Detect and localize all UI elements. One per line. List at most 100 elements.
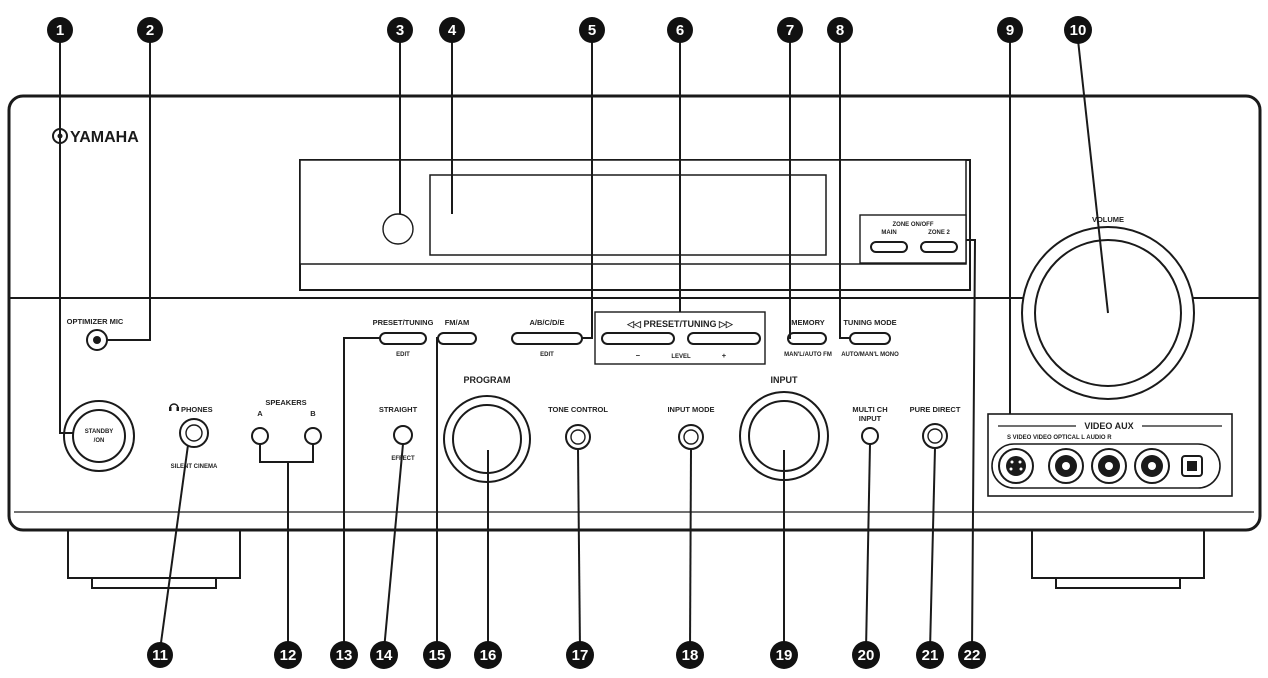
remote-sensor: [382, 213, 414, 245]
standby-on-button[interactable]: [72, 409, 126, 463]
abcde-button[interactable]: [511, 332, 583, 345]
svg-text:11: 11: [152, 647, 168, 664]
leader-lines: [59, 39, 1109, 651]
tone-control-inner: [570, 429, 586, 445]
effect-label: EFFECT: [391, 456, 415, 462]
main-zone-button[interactable]: [870, 241, 908, 253]
optimizer-mic-jack-hole: [93, 336, 101, 344]
audio-r-jack[interactable]: [1134, 448, 1170, 484]
fm-am-label: FM/AM: [445, 318, 470, 327]
svg-text:16: 16: [480, 647, 497, 664]
abcde-label: A/B/C/D/E: [529, 318, 564, 327]
pure-direct-label: PURE DIRECT: [910, 405, 961, 414]
svg-text:6: 6: [676, 22, 684, 39]
preset-tuning-button[interactable]: [379, 332, 427, 345]
svg-text:15: 15: [429, 647, 446, 664]
svg-text:9: 9: [1006, 22, 1014, 39]
svg-text:1: 1: [56, 22, 64, 39]
left-foot: [67, 529, 241, 589]
preset-tuning-center-label: ◁◁ PRESET/TUNING ▷▷: [626, 319, 734, 329]
svg-text:22: 22: [964, 647, 981, 664]
zone-on-off-group: ZONE ON/OFF MAIN ZONE 2: [859, 214, 967, 264]
speakers-a-button[interactable]: [251, 427, 269, 445]
silent-cinema-label: SILENT CINEMA: [171, 464, 218, 470]
preset-tuning-label: PRESET/TUNING: [373, 318, 434, 327]
callout-22: 22: [958, 641, 986, 669]
straight-label: STRAIGHT: [379, 405, 418, 414]
svg-text:8: 8: [836, 22, 844, 39]
callout-2: 2: [137, 17, 163, 43]
s-video-jack[interactable]: [998, 448, 1034, 484]
svg-text:14: 14: [376, 647, 393, 664]
input-mode-label: INPUT MODE: [667, 405, 714, 414]
abcde-edit-label: EDIT: [540, 352, 554, 358]
preset-tuning-minus-button[interactable]: [601, 332, 675, 345]
callout-21: 21: [916, 641, 944, 669]
callout-1: 1: [47, 17, 73, 43]
main-label: MAIN: [881, 230, 896, 236]
zone2-button[interactable]: [920, 241, 958, 253]
svg-text:18: 18: [682, 647, 699, 664]
callout-13: 13: [330, 641, 358, 669]
tuning-mode-label: TUNING MODE: [843, 318, 896, 327]
input-label: INPUT: [771, 375, 799, 385]
callout-11: 11: [147, 642, 173, 668]
preset-tuning-plus-button[interactable]: [687, 332, 761, 345]
callout-7: 7: [777, 17, 803, 43]
headphones-icon: [169, 403, 179, 411]
brand-text: YAMAHA: [70, 129, 139, 146]
svg-text:2: 2: [146, 22, 154, 39]
volume-label: VOLUME: [1092, 215, 1124, 224]
audio-l-jack[interactable]: [1091, 448, 1127, 484]
fm-am-button[interactable]: [437, 332, 477, 345]
optimizer-mic-label: OPTIMIZER MIC: [67, 317, 124, 326]
program-label: PROGRAM: [464, 375, 511, 385]
memory-button[interactable]: [787, 332, 827, 345]
input-mode-inner: [683, 429, 699, 445]
callout-14: 14: [370, 641, 398, 669]
edit-label: EDIT: [396, 352, 410, 358]
right-foot: [1031, 529, 1205, 589]
callout-19: 19: [770, 641, 798, 669]
multi-input-label: INPUT: [859, 414, 882, 423]
speakers-label: SPEAKERS: [265, 398, 306, 407]
callout-12: 12: [274, 641, 302, 669]
svg-text:19: 19: [776, 647, 793, 664]
svg-text:10: 10: [1070, 22, 1087, 39]
man-auto-fm-label: MAN'L/AUTO FM: [784, 352, 832, 358]
callout-16: 16: [474, 641, 502, 669]
straight-button[interactable]: [393, 425, 413, 445]
on-label: /ON: [94, 438, 105, 444]
callout-8: 8: [827, 17, 853, 43]
svg-text:5: 5: [588, 22, 596, 39]
callout-18: 18: [676, 641, 704, 669]
svg-text:12: 12: [280, 647, 297, 664]
callout-5: 5: [579, 17, 605, 43]
video-aux-label: VIDEO AUX: [1084, 421, 1133, 431]
svg-text:17: 17: [572, 647, 589, 664]
front-panel-display: [429, 174, 827, 256]
svg-text:7: 7: [786, 22, 794, 39]
callout-9: 9: [997, 17, 1023, 43]
zone-on-off-label: ZONE ON/OFF: [893, 222, 934, 228]
callout-20: 20: [852, 641, 880, 669]
callout-3: 3: [387, 17, 413, 43]
svg-text:21: 21: [922, 647, 939, 664]
tuning-mode-button[interactable]: [849, 332, 891, 345]
multi-ch-label: MULTI CH: [852, 405, 887, 414]
plus-label: +: [722, 351, 727, 360]
video-jack[interactable]: [1048, 448, 1084, 484]
minus-label: −: [636, 351, 641, 360]
video-aux-jacks-label: S VIDEO VIDEO OPTICAL L AUDIO R: [1007, 435, 1112, 441]
speakers-b-button[interactable]: [304, 427, 322, 445]
display-area: [299, 159, 971, 291]
tone-control-label: TONE CONTROL: [548, 405, 608, 414]
svg-text:3: 3: [396, 22, 404, 39]
svg-text:13: 13: [336, 647, 353, 664]
svg-text:4: 4: [448, 22, 457, 39]
multi-ch-input-button[interactable]: [861, 427, 879, 445]
memory-label: MEMORY: [791, 318, 824, 327]
optical-jack[interactable]: [1181, 455, 1203, 477]
